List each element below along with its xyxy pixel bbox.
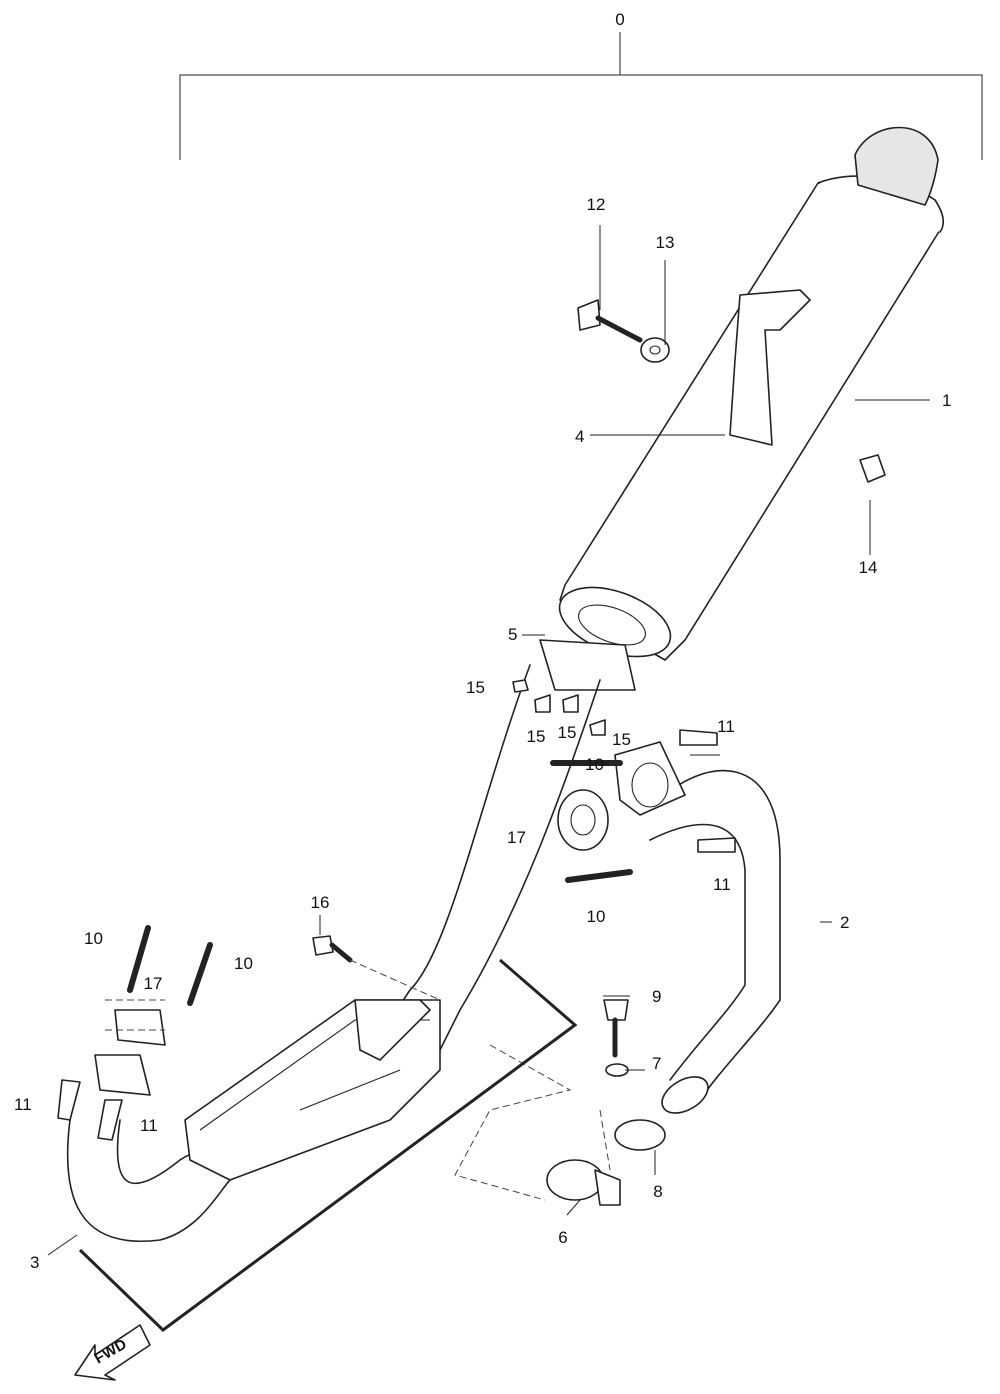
flange-port: [631, 762, 669, 808]
callout-0: 0: [615, 10, 624, 29]
callout-10-b: 10: [587, 907, 606, 926]
gasket-bolts: [512, 679, 606, 736]
front-flange: [94, 1054, 151, 1096]
flange-gasket: [539, 639, 636, 691]
gasket-front: [114, 1009, 166, 1046]
leader-lines: [47, 225, 930, 1256]
stud-bolts: [127, 760, 633, 1006]
fwd-arrow: FWD: [74, 1324, 151, 1381]
flange-bolts: [57, 729, 736, 1141]
catalyst-box: [184, 999, 441, 1181]
catalyst-guard-outline: [78, 958, 578, 1332]
assembly-bracket: [179, 32, 983, 160]
header-pipe: [649, 769, 781, 1114]
callout-2: 2: [840, 913, 849, 932]
callout-10-c: 10: [84, 929, 103, 948]
callout-12: 12: [587, 195, 606, 214]
callout-15-c: 15: [558, 723, 577, 742]
callout-15-a: 15: [466, 678, 485, 697]
muffler-bracket: [729, 289, 811, 446]
callout-15-b: 15: [527, 727, 546, 746]
callout-4: 4: [575, 427, 584, 446]
gasket-header: [557, 789, 609, 851]
gasket-header-hole: [570, 804, 596, 836]
callout-7: 7: [652, 1054, 661, 1073]
callout-11-b: 11: [713, 875, 731, 894]
callout-5: 5: [508, 625, 517, 644]
exhaust-pipe: [66, 664, 601, 1243]
callout-17-b: 17: [144, 974, 163, 993]
callout-13: 13: [656, 233, 675, 252]
clamp-assembly: [546, 999, 666, 1206]
callout-6: 6: [558, 1228, 567, 1247]
callout-17-a: 17: [507, 828, 526, 847]
muffler-mount-hardware: [577, 299, 886, 483]
bolt-16: [312, 935, 353, 963]
callout-10-a: 10: [585, 755, 604, 774]
callout-9: 9: [652, 987, 661, 1006]
callout-1: 1: [942, 391, 951, 410]
callout-16: 16: [311, 893, 330, 912]
callout-3: 3: [30, 1253, 39, 1272]
header-flange: [614, 741, 686, 816]
callout-11-d: 11: [140, 1116, 158, 1135]
callout-15-d: 15: [612, 730, 631, 749]
dashed-guides: [105, 959, 611, 1201]
callout-11-c: 11: [14, 1095, 32, 1114]
callout-10-d: 10: [234, 954, 253, 973]
callout-8: 8: [653, 1182, 662, 1201]
callout-14: 14: [859, 558, 878, 577]
callout-11-a: 11: [717, 717, 735, 736]
